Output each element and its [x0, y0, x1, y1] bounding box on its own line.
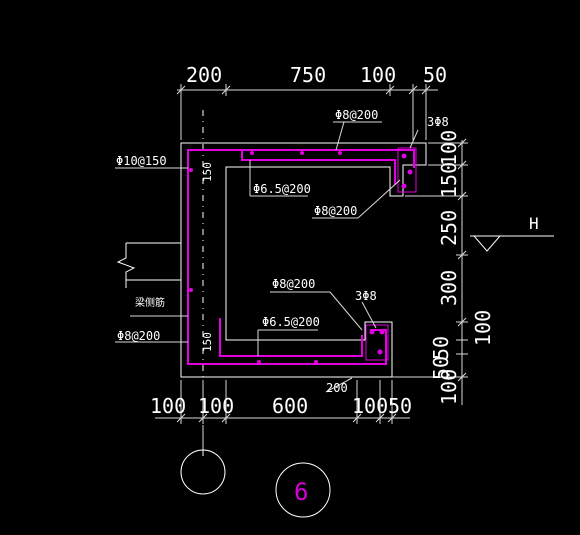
label-top-rebar: Φ8@200	[335, 108, 378, 122]
rebar-dot	[407, 169, 413, 175]
rebar-dot	[377, 349, 383, 355]
rebar-dot	[250, 151, 254, 155]
dim-ticks-top	[176, 84, 431, 140]
dim-bottom-3: 600	[272, 394, 308, 418]
rebar-dot	[338, 151, 342, 155]
level-triangle	[472, 235, 502, 252]
section-number-circle	[275, 462, 331, 518]
dim-right-8: 100	[437, 369, 461, 405]
dim-inner-leader	[325, 377, 353, 393]
leader-corner-bottom	[361, 301, 377, 329]
rebar-dot	[369, 329, 375, 335]
dim-right-4: 300	[437, 270, 461, 306]
dim-top-4: 50	[423, 63, 447, 87]
dim-right-7: 50	[429, 356, 453, 380]
rebar-dot	[314, 360, 318, 364]
rebar-dot	[300, 151, 304, 155]
dim-inner-left-top: 150	[201, 162, 214, 182]
dim-top-3: 100	[360, 63, 396, 87]
dim-top-2: 750	[290, 63, 326, 87]
rebar-dot	[257, 360, 261, 364]
dim-right-5: 100	[471, 310, 495, 346]
dim-top-1: 200	[186, 63, 222, 87]
level-mark: H	[529, 214, 539, 233]
dim-ticks-right	[392, 138, 468, 382]
label-slope-top: Φ8@200	[314, 204, 357, 218]
break-line	[116, 243, 136, 288]
dim-right-1: 100	[437, 130, 461, 166]
leader-corner-top	[409, 129, 419, 149]
dim-inner-left-bottom: 150	[201, 332, 214, 352]
dim-bottom-1: 100	[150, 394, 186, 418]
rebar-top-bar	[187, 149, 415, 170]
stirrup-corner-top	[397, 147, 417, 193]
label-corner-top: 3Φ8	[427, 115, 449, 129]
stirrup-corner-bottom	[365, 324, 389, 361]
leader-mid-rebar-slope	[329, 291, 363, 331]
label-left-note: 梁侧筋	[135, 296, 165, 309]
rebar-dot	[379, 329, 385, 335]
rebar-dot	[189, 168, 193, 172]
dim-right-2: 150	[437, 162, 461, 198]
axis-bubble	[180, 449, 226, 495]
dim-right-6: 50	[429, 336, 453, 360]
dim-right-3: 250	[437, 210, 461, 246]
dim-inner-bottom: 200	[326, 381, 348, 395]
dim-bottom-5: 50	[388, 394, 412, 418]
section-number: 6	[294, 478, 308, 506]
label-left-top: Φ10@150	[116, 154, 167, 168]
label-mid-rebar: Φ8@200	[272, 277, 315, 291]
label-corner-bottom: 3Φ8	[355, 289, 377, 303]
dim-bottom-2: 100	[198, 394, 234, 418]
leader-top-rebar	[335, 121, 345, 151]
rebar-inner-bottom	[219, 318, 363, 357]
leader-slope-top	[357, 179, 401, 219]
label-stirrup-bottom: Φ6.5@200	[262, 315, 320, 329]
rebar-inner-top	[241, 150, 396, 185]
label-stirrup-top: Φ6.5@200	[253, 182, 311, 196]
rebar-dot	[189, 288, 193, 292]
rebar-dot	[401, 183, 407, 189]
dim-bottom-4: 100	[352, 394, 388, 418]
rebar-dot	[401, 153, 407, 159]
section-outline	[180, 142, 427, 378]
dim-ticks-bottom	[176, 380, 397, 424]
label-left-bottom: Φ8@200	[117, 329, 160, 343]
